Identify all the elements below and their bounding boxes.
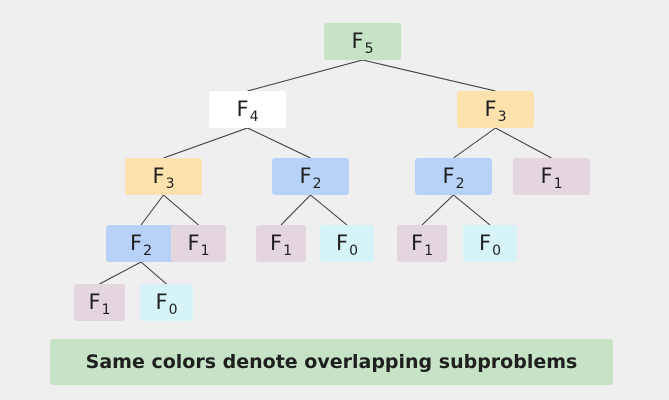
node-subscript: 1 bbox=[283, 242, 292, 259]
node-label: F bbox=[351, 29, 364, 53]
node-subscript: 1 bbox=[200, 242, 210, 259]
tree-edge bbox=[280, 194, 311, 226]
node-label: F bbox=[129, 231, 143, 255]
node-subscript: 3 bbox=[497, 108, 507, 125]
tree-edge bbox=[453, 127, 496, 159]
tree-edge bbox=[247, 59, 363, 92]
node-subscript: 1 bbox=[101, 301, 111, 318]
node-subscript: 5 bbox=[364, 40, 374, 57]
node-subscript: 0 bbox=[492, 242, 501, 259]
node-label: F bbox=[88, 290, 101, 314]
tree-edge bbox=[453, 194, 491, 226]
tree-edge bbox=[362, 59, 496, 92]
node-label: F bbox=[155, 290, 168, 314]
node-label: F bbox=[299, 164, 312, 188]
caption-text: Same colors denote overlapping subproble… bbox=[85, 351, 578, 373]
node-subscript: 2 bbox=[143, 242, 152, 259]
node-subscript: 1 bbox=[424, 242, 433, 259]
node-label: F bbox=[152, 164, 165, 188]
node-label: F bbox=[236, 97, 249, 121]
tree-edge bbox=[99, 261, 142, 285]
node-label: F bbox=[442, 164, 455, 188]
node-subscript: 0 bbox=[168, 301, 178, 318]
node-label: F bbox=[269, 231, 283, 255]
node-subscript: 2 bbox=[455, 175, 465, 192]
node-label: F bbox=[540, 164, 553, 188]
caption-banner: Same colors denote overlapping subproble… bbox=[50, 339, 613, 385]
tree-edge bbox=[247, 127, 311, 159]
tree-edge bbox=[310, 194, 348, 226]
node-subscript: 0 bbox=[349, 242, 358, 259]
tree-edge bbox=[140, 194, 164, 226]
tree-edge bbox=[163, 194, 199, 226]
node-label: F bbox=[410, 231, 424, 255]
node-subscript: 4 bbox=[249, 108, 259, 125]
tree-edge bbox=[421, 194, 454, 226]
tree-edge bbox=[140, 261, 167, 285]
node-subscript: 2 bbox=[312, 175, 322, 192]
node-subscript: 1 bbox=[553, 175, 563, 192]
node-label: F bbox=[187, 231, 200, 255]
node-label: F bbox=[478, 231, 492, 255]
node-subscript: 3 bbox=[165, 175, 175, 192]
node-label: F bbox=[335, 231, 349, 255]
tree-edge bbox=[163, 127, 248, 159]
tree-edge bbox=[495, 127, 552, 159]
node-label: F bbox=[484, 97, 497, 121]
